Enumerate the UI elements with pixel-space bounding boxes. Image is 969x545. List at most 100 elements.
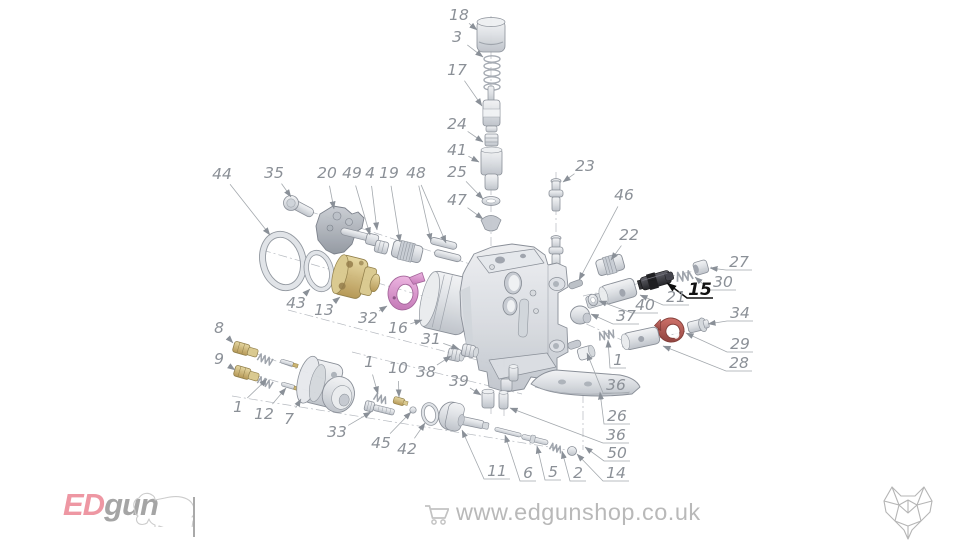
part-1-spring-left xyxy=(256,353,274,366)
part-number-label: 14 xyxy=(606,464,626,482)
part-number-label: 36 xyxy=(606,376,626,394)
part-39-bushing xyxy=(481,388,495,409)
part-number-label: 23 xyxy=(575,157,595,175)
callout-27: 27 xyxy=(709,253,752,272)
part-9-brass-fitting xyxy=(233,365,260,382)
part-34-fitting xyxy=(686,317,710,334)
part-number-label: 1 xyxy=(233,398,243,416)
part-35-screw xyxy=(283,195,314,218)
part-32-clamp-ring xyxy=(387,272,426,311)
callout-37: 37 xyxy=(590,307,639,325)
part-number-label: 29 xyxy=(730,335,750,353)
callout-39: 39 xyxy=(449,372,482,396)
part-30-spring xyxy=(676,270,694,282)
dog-logo-icon xyxy=(133,492,194,527)
part-48-pins xyxy=(429,237,462,263)
callout-48: 48 xyxy=(406,164,447,244)
part-number-label: 25 xyxy=(447,163,467,181)
part-number-label: 6 xyxy=(523,464,533,482)
part-number-label: 45 xyxy=(371,434,391,452)
part-18-cap xyxy=(476,17,506,53)
website-link[interactable]: www.edgunshop.co.uk xyxy=(456,499,701,525)
callout-5: 5 xyxy=(535,445,561,481)
part-number-label: 11 xyxy=(487,462,507,480)
edgun-logo-gun: gun xyxy=(104,487,159,522)
part-number-label: 32 xyxy=(358,309,378,327)
part-number-label: 41 xyxy=(447,141,467,159)
callout-7: 7 xyxy=(284,398,302,428)
callout-45: 45 xyxy=(371,411,412,452)
part-2-spring xyxy=(548,442,562,454)
callout-16: 16 xyxy=(388,319,423,337)
part-number-label: 9 xyxy=(214,350,224,368)
callout-36: 36 xyxy=(509,407,629,444)
part-rod-upper xyxy=(280,359,299,368)
part-6-rod xyxy=(494,427,522,438)
callout-1: 1 xyxy=(364,353,379,395)
part-47-seal xyxy=(480,215,502,232)
callout-25: 25 xyxy=(447,163,484,200)
part-number-label: 28 xyxy=(729,354,749,372)
callout-6: 6 xyxy=(504,434,536,482)
parts xyxy=(232,17,710,456)
part-25-washer xyxy=(481,196,501,206)
part-number-label: 30 xyxy=(713,273,733,291)
part-number-label: 27 xyxy=(729,253,749,271)
callout-50: 50 xyxy=(584,444,630,462)
callout-1: 1 xyxy=(605,339,626,369)
part-number-label: 17 xyxy=(447,61,467,79)
part-number-label: 8 xyxy=(214,319,224,337)
part-number-label: 12 xyxy=(254,405,274,423)
part-number-label: 1 xyxy=(364,353,374,371)
callout-43: 43 xyxy=(286,288,311,312)
fox-logo-icon xyxy=(883,486,933,540)
part-33-bolt xyxy=(363,400,395,416)
callout-4: 4 xyxy=(365,164,380,231)
callout-8: 8 xyxy=(214,319,234,344)
part-36-pin-right xyxy=(567,339,582,350)
callout-11: 11 xyxy=(461,429,510,480)
part-number-label: 46 xyxy=(614,186,634,204)
part-31-bushing xyxy=(460,343,479,358)
callout-23: 23 xyxy=(562,157,595,183)
part-7-piston xyxy=(296,355,355,413)
part-23-pins xyxy=(548,178,564,268)
callout-15: 15 xyxy=(666,280,713,300)
part-number-label: 5 xyxy=(548,463,558,481)
callout-18: 18 xyxy=(449,6,478,31)
part-number-label: 26 xyxy=(607,407,627,425)
part-number-label: 18 xyxy=(449,6,469,24)
part-number-label: 38 xyxy=(416,363,436,381)
part-number-label: 40 xyxy=(635,296,655,314)
callout-49: 49 xyxy=(342,164,371,236)
part-number-label: 50 xyxy=(607,444,627,462)
part-1-spring-mid xyxy=(372,392,387,405)
part-number-label: 1 xyxy=(613,351,623,369)
part-5-rod xyxy=(521,434,549,446)
callout-44: 44 xyxy=(212,165,271,236)
part-number-label: 15 xyxy=(688,280,712,300)
part-number-label: 4 xyxy=(365,164,375,182)
part-45-ball xyxy=(409,406,417,414)
part-22-knurled-cylinder xyxy=(595,253,626,276)
callout-19: 19 xyxy=(379,164,402,243)
part-8-brass-fitting xyxy=(232,341,259,358)
part-number-label: 7 xyxy=(284,410,294,428)
callout-46: 46 xyxy=(578,186,634,281)
callout-41: 41 xyxy=(447,141,480,163)
part-number-label: 13 xyxy=(314,301,334,319)
callout-14: 14 xyxy=(576,453,629,482)
part-number-label: 36 xyxy=(606,426,626,444)
callout-26: 26 xyxy=(597,391,630,425)
part-body-receiver xyxy=(459,243,569,393)
part-3-spring xyxy=(483,55,501,91)
callout-47: 47 xyxy=(447,191,484,220)
callout-13: 13 xyxy=(314,296,341,319)
part-37-plug xyxy=(570,305,592,325)
callout-17: 17 xyxy=(447,61,483,107)
part-13-hammer xyxy=(331,254,381,299)
callout-2: 2 xyxy=(561,450,586,482)
